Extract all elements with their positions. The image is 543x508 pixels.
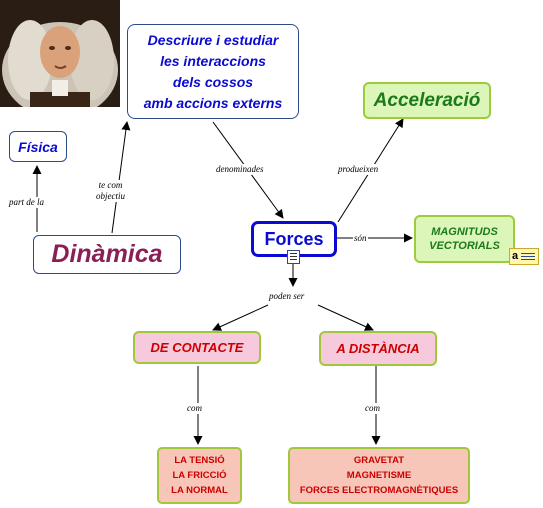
descriure-line-4: amb accions externs xyxy=(143,94,283,111)
node-descriure[interactable]: Descriure i estudiar les interaccions de… xyxy=(127,24,299,119)
descriure-line-2: les interaccions xyxy=(160,52,266,69)
node-contacte[interactable]: DE CONTACTE xyxy=(133,331,261,364)
node-contacte-items[interactable]: LA TENSIÓ LA FRICCIÓ LA NORMAL xyxy=(157,447,242,504)
distancia-item-1: GRAVETAT xyxy=(353,455,405,466)
node-acceleracio[interactable]: Acceleració xyxy=(363,82,491,119)
magnituds-line-1: MAGNITUDS xyxy=(431,226,498,238)
node-fisica[interactable]: Física xyxy=(9,131,67,162)
edge-dinamica-descriure xyxy=(111,121,131,234)
contacte-item-3: LA NORMAL xyxy=(171,485,228,496)
edge-podenser-contacte xyxy=(212,304,269,331)
link-denominades: denominades xyxy=(215,164,265,175)
descriure-line-1: Descriure i estudiar xyxy=(147,31,279,48)
node-dinamica[interactable]: Dinàmica xyxy=(33,235,181,274)
link-produeixen: produeixen xyxy=(337,164,380,175)
link-te-com-objectiu: te com objectiu xyxy=(95,180,126,202)
edge-podenser-distancia xyxy=(317,304,374,331)
link-objectiu: objectiu xyxy=(96,191,125,201)
forces-label: Forces xyxy=(264,228,324,249)
distancia-item-3: FORCES ELECTROMAGNÈTIQUES xyxy=(299,485,459,496)
distancia-item-2: MAGNETISME xyxy=(346,470,412,481)
contacte-label: DE CONTACTE xyxy=(150,340,244,355)
dinamica-label: Dinàmica xyxy=(51,240,163,268)
fisica-label: Física xyxy=(18,138,58,155)
link-com-left: com xyxy=(186,403,203,414)
magnituds-line-2: VECTORIALS xyxy=(429,240,500,252)
note-icon[interactable] xyxy=(287,250,300,264)
link-part-de-la: part de la xyxy=(8,197,45,208)
acceleracio-label: Acceleració xyxy=(373,89,481,111)
link-com-right: com xyxy=(364,403,381,414)
node-magnituds[interactable]: MAGNITUDS VECTORIALS xyxy=(414,215,515,263)
distancia-label: A DISTÀNCIA xyxy=(336,341,420,356)
portrait-image xyxy=(0,0,120,107)
node-distancia-items[interactable]: GRAVETAT MAGNETISME FORCES ELECTROMAGNÈT… xyxy=(288,447,470,504)
contacte-item-1: LA TENSIÓ xyxy=(174,455,225,466)
node-distancia[interactable]: A DISTÀNCIA xyxy=(319,331,437,366)
link-poden-ser: poden ser xyxy=(268,291,306,302)
link-te-com: te com xyxy=(98,180,123,190)
descriure-line-3: dels cossos xyxy=(172,73,254,90)
contacte-item-2: LA FRICCIÓ xyxy=(172,470,227,481)
resource-icon[interactable]: a xyxy=(509,248,539,265)
link-son: són xyxy=(353,233,368,244)
